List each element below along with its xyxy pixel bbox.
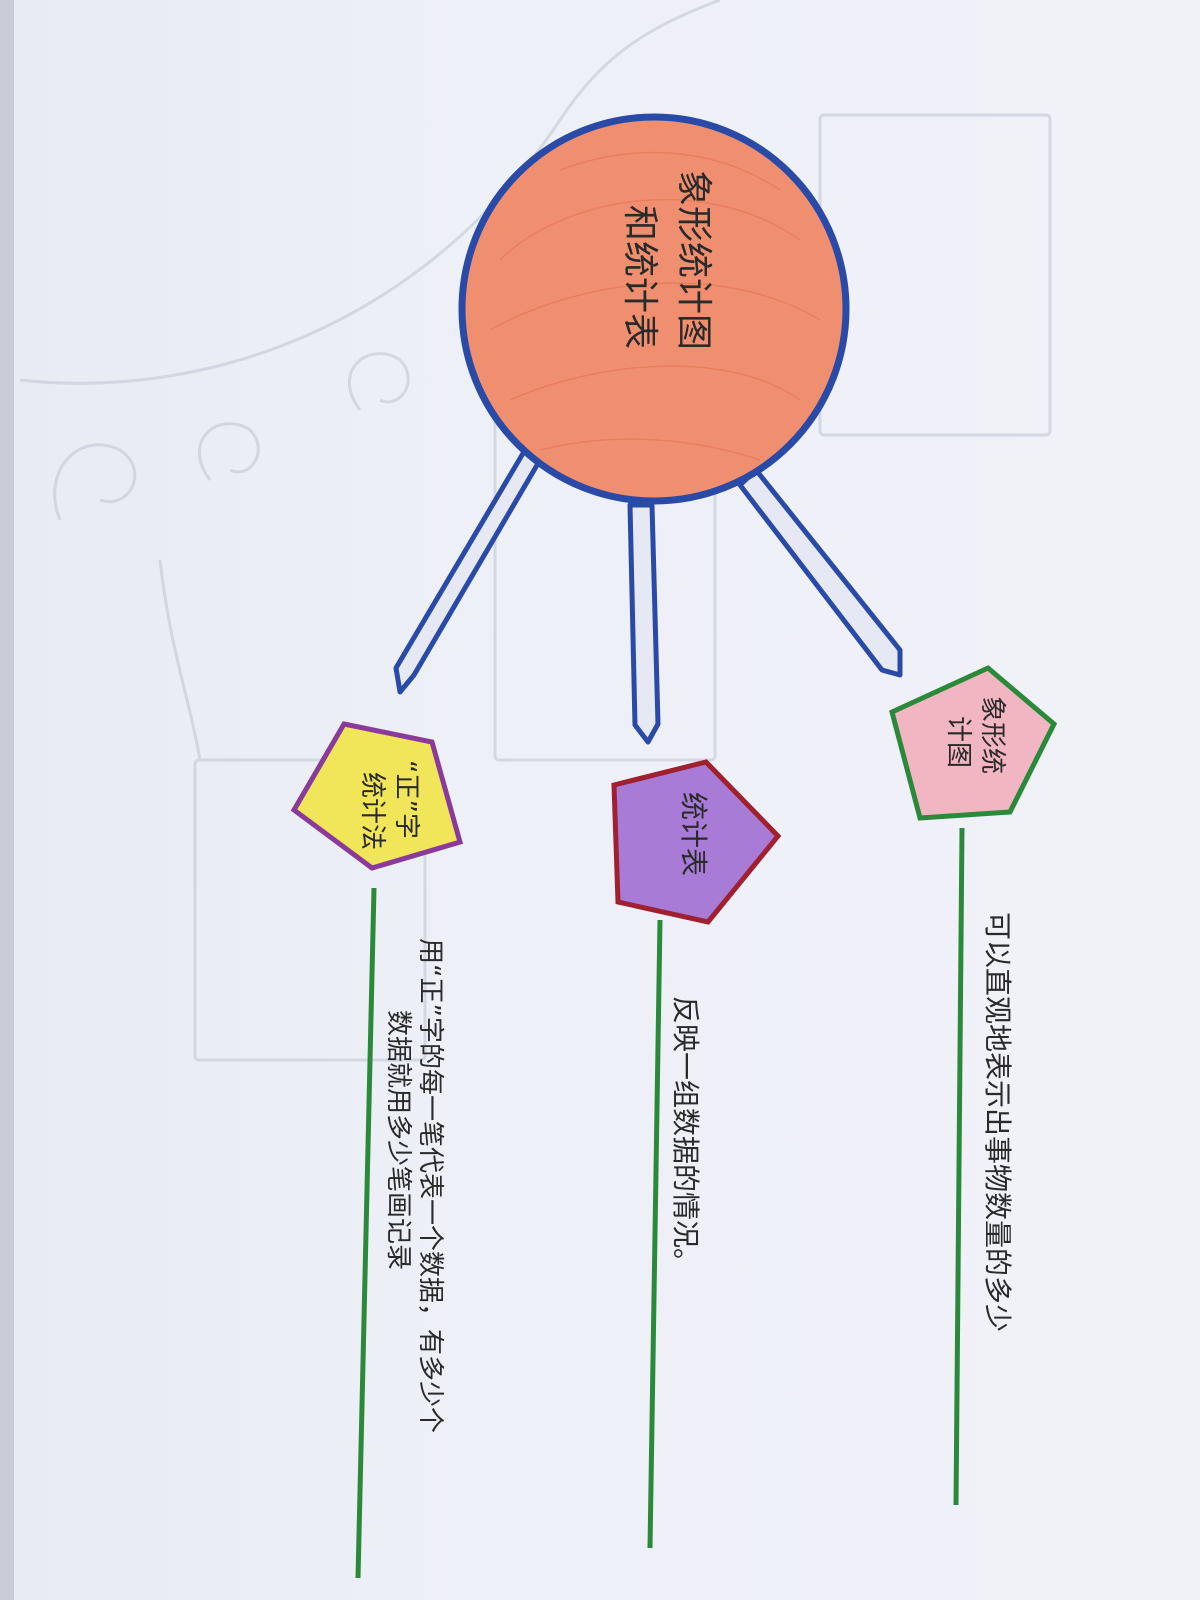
- node2-description-line1: 反映一组数据的情况。: [669, 996, 702, 1276]
- connector-left: [393, 447, 543, 695]
- paper-edge: [0, 0, 14, 1600]
- node3-stem: [953, 827, 965, 1506]
- node3-title-line1: 象形统: [977, 696, 1007, 774]
- node1-title-line1: “正”字: [391, 760, 421, 839]
- node-pictograph: 象形统 计图 可以直观地表示出事物数量的多少: [889, 665, 1058, 1506]
- root-label-line2: 和统计表: [619, 205, 660, 349]
- root-node: 象形统计图 和统计表: [458, 113, 850, 505]
- connector-center: [627, 502, 661, 745]
- node-statistical-table: 统计表 反映一组数据的情况。: [611, 759, 782, 1549]
- node1-title-line2: 统计法: [357, 772, 387, 850]
- node3-description-line1: 可以直观地表示出事物数量的多少: [981, 912, 1014, 1332]
- root-label-line1: 象形统计图: [673, 170, 714, 350]
- node1-description-line1: 用“正”字的每一笔代表一个数据，有多少个: [415, 938, 445, 1433]
- node1-description-line2: 数据就用多少笔画记录: [383, 1010, 413, 1270]
- node-tally-method: “正”字 统计法 用“正”字的每一笔代表一个数据，有多少个 数据就用多少笔画记录: [290, 721, 464, 1579]
- connector-right: [737, 467, 903, 678]
- node1-stem: [355, 887, 377, 1579]
- node2-title-line1: 统计表: [677, 792, 710, 876]
- node3-title-line2: 计图: [943, 716, 973, 768]
- node2-stem: [647, 919, 663, 1549]
